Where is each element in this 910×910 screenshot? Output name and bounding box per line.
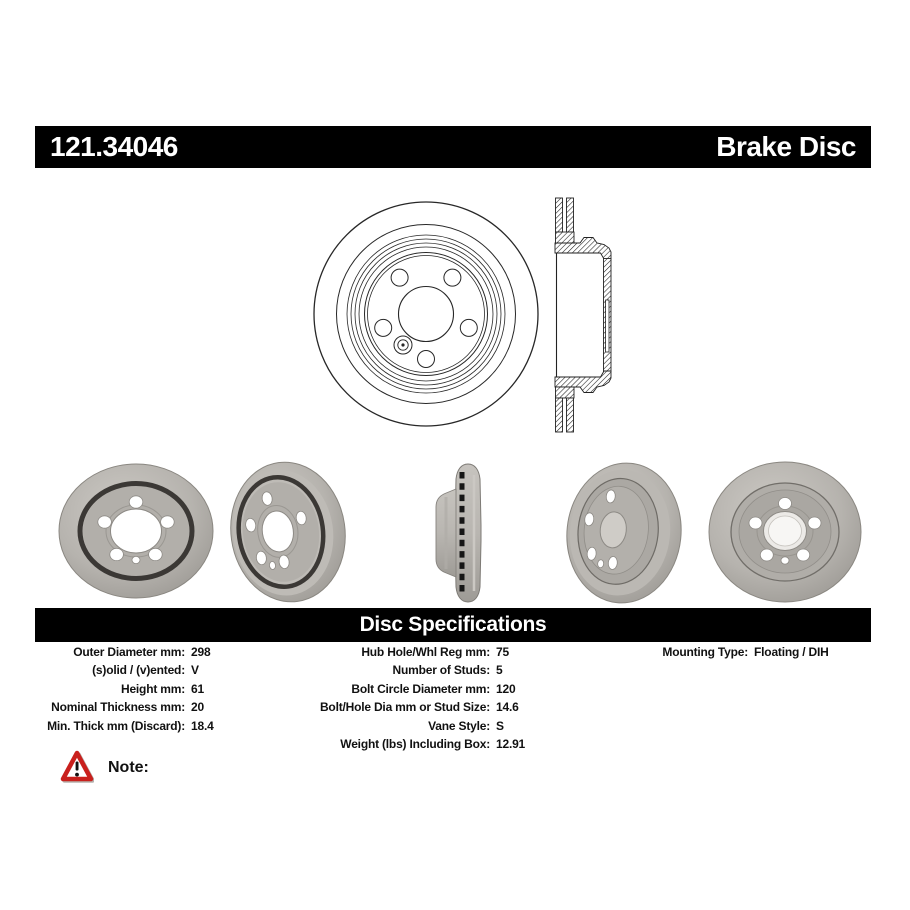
specs-column-middle: Hub Hole/Whl Reg mm: 75 Number of Studs:… — [312, 643, 612, 753]
spec-row: Hub Hole/Whl Reg mm: 75 — [312, 643, 612, 661]
spec-row: Outer Diameter mm: 298 — [35, 643, 325, 661]
spec-value: 14.6 — [496, 700, 519, 715]
set-screw-drawing — [393, 335, 413, 355]
photo-front-view — [58, 463, 214, 599]
spec-row: Bolt/Hole Dia mm or Stud Size: 14.6 — [312, 698, 612, 716]
specs-column-right: Mounting Type: Floating / DIH — [620, 643, 871, 661]
spec-row: Height mm: 61 — [35, 680, 325, 698]
spec-value: V — [191, 663, 199, 678]
spec-label: Min. Thick mm (Discard): — [47, 718, 185, 733]
header-bar: 121.34046 Brake Disc — [35, 126, 871, 168]
disc-section-drawing — [554, 197, 612, 433]
spec-label: Height mm: — [120, 681, 185, 696]
warning-triangle-icon — [60, 750, 94, 783]
spec-label: Mounting Type: — [662, 645, 749, 659]
spec-value: 5 — [496, 663, 503, 678]
spec-value: 12.91 — [496, 737, 526, 752]
spec-label: Outer Diameter mm: — [73, 645, 185, 659]
spec-row: Vane Style: S — [312, 717, 612, 735]
note-row: Note: — [60, 749, 149, 785]
spec-row: (s)olid / (v)ented: V — [35, 661, 325, 679]
disc-front-drawing — [313, 201, 539, 427]
photo-back-view — [708, 461, 862, 603]
note-label: Note: — [108, 759, 149, 776]
photo-side-profile-view — [435, 463, 482, 603]
spec-row: Nominal Thickness mm: 20 — [35, 698, 325, 716]
spec-row: Mounting Type: Floating / DIH — [620, 643, 871, 661]
spec-label: Number of Studs: — [392, 663, 491, 678]
spec-label: (s)olid / (v)ented: — [92, 663, 185, 678]
spec-label: Bolt Circle Diameter mm: — [351, 681, 490, 696]
photo-angled-back-view — [566, 462, 682, 604]
spec-row: Number of Studs: 5 — [312, 661, 612, 679]
spec-label: Bolt/Hole Dia mm or Stud Size: — [319, 700, 490, 715]
product-photos — [58, 461, 862, 604]
spec-value: S — [496, 718, 504, 733]
spec-value: 20 — [191, 700, 204, 715]
photo-angled-front-view — [230, 461, 346, 603]
spec-label: Hub Hole/Whl Reg mm: — [361, 645, 490, 659]
spec-value: 75 — [496, 645, 509, 659]
product-name: Brake Disc — [716, 131, 856, 162]
part-number: 121.34046 — [50, 131, 178, 162]
specs-column-left: Outer Diameter mm: 298 (s)olid / (v)ente… — [35, 643, 325, 735]
spec-label: Weight (lbs) Including Box: — [340, 737, 490, 752]
spec-value: 120 — [496, 681, 516, 696]
spec-label: Nominal Thickness mm: — [51, 700, 185, 715]
specs-title: Disc Specifications — [359, 613, 547, 636]
technical-drawing — [313, 197, 612, 433]
spec-value: 18.4 — [191, 718, 214, 733]
spec-value: 61 — [191, 681, 204, 696]
spec-row: Min. Thick mm (Discard): 18.4 — [35, 717, 325, 735]
spec-label: Vane Style: — [428, 718, 490, 733]
spec-value: Floating / DIH — [754, 645, 829, 659]
spec-value: 298 — [191, 645, 211, 659]
spec-row: Weight (lbs) Including Box: 12.91 — [312, 735, 612, 753]
spec-row: Bolt Circle Diameter mm: 120 — [312, 680, 612, 698]
specs-title-bar: Disc Specifications — [35, 608, 871, 642]
